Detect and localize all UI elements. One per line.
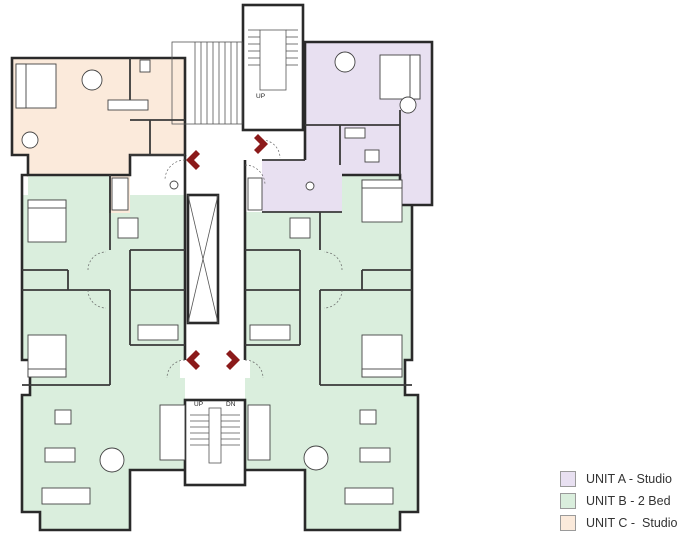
unit-c-table (81, 69, 103, 91)
unit-a-chair (399, 96, 417, 114)
legend-swatch-unit-b (560, 493, 576, 509)
arrow-unit-b-right-entry (226, 350, 240, 370)
unit-b-right-shower (289, 217, 311, 239)
top-stair-tower (241, 3, 305, 132)
unit-legend: UNIT A - Studio UNIT B - 2 Bed UNIT C - … (560, 468, 695, 534)
arrow-unit-a-entry (254, 134, 268, 154)
bottom-stair-dn-label: DN (226, 401, 236, 408)
unit-a-toilet (305, 181, 315, 191)
unit-a-bath-tub (247, 177, 263, 211)
unit-b-left-furniture (27, 199, 186, 505)
bottom-stair-treads (190, 414, 240, 446)
unit-a-interior-walls (262, 110, 401, 213)
unit-a-table (334, 51, 356, 73)
unit-b-left-bath-tub (137, 324, 179, 341)
unit-a-kitchen-counter (344, 127, 366, 139)
unit-b-left-area (22, 175, 185, 530)
legend-label-unit-b: UNIT B - 2 Bed (586, 494, 671, 508)
unit-a-furniture (247, 51, 421, 211)
top-stair-up-label: UP (256, 93, 265, 100)
corridor-light-well (186, 193, 220, 325)
bottom-stair-up-label: UP (194, 401, 203, 408)
unit-b-left-table (99, 447, 125, 473)
bottom-stair-core (208, 407, 222, 464)
unit-b-right-sofa (344, 487, 394, 505)
unit-c-chair (21, 131, 39, 149)
legend-swatch-unit-a (560, 471, 576, 487)
unit-c-bath-tub (111, 177, 129, 211)
unit-b-right-interior-walls (245, 212, 412, 386)
unit-c-toilet (169, 180, 179, 190)
unit-b-right-area (245, 175, 418, 530)
legend-item-unit-a: UNIT A - Studio (560, 468, 695, 490)
unit-b-left-exterior-wall (20, 173, 185, 532)
arrow-unit-b-left-entry (186, 350, 200, 370)
unit-b-right-furniture (247, 179, 403, 505)
unit-b-right-table (303, 445, 329, 471)
unit-b-left-kitchen (159, 404, 186, 461)
arrow-unit-c-entry (186, 150, 200, 170)
legend-item-unit-b: UNIT B - 2 Bed (560, 490, 695, 512)
top-stair-treads (248, 29, 298, 66)
legend-item-unit-c: UNIT C - Studio (560, 512, 695, 534)
exterior-stair-treads (194, 42, 238, 124)
legend-swatch-unit-c (560, 515, 576, 531)
unit-c-kitchen-counter (107, 99, 149, 111)
legend-label-unit-c: UNIT C - Studio (586, 516, 678, 530)
top-stair-core (259, 29, 287, 91)
unit-c-furniture (15, 59, 179, 211)
entry-arrows (186, 134, 268, 370)
bottom-stair (183, 398, 247, 487)
unit-c-exterior-wall (10, 56, 187, 177)
unit-b-right-exterior-wall (245, 205, 420, 532)
unit-b-left-sofa (41, 487, 91, 505)
unit-b-right-kitchen (247, 404, 271, 461)
unit-b-left-shower (117, 217, 139, 239)
legend-label-unit-a: UNIT A - Studio (586, 472, 672, 486)
door-swings (87, 139, 343, 379)
unit-b-right-bath-tub (249, 324, 291, 341)
unit-b-left-interior-walls (22, 175, 185, 386)
